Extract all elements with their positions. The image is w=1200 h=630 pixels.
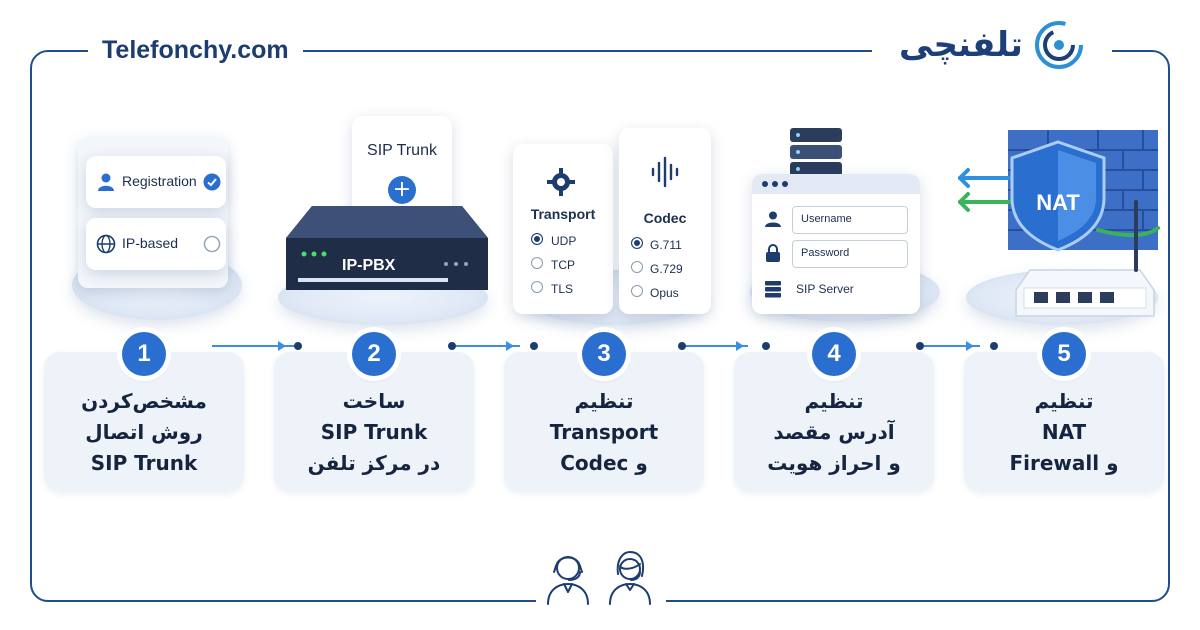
gear-icon: [547, 168, 575, 196]
user-icon: [98, 173, 114, 191]
codec-options: G.711 G.729 Opus: [631, 234, 683, 306]
illustration-auth: Username Password SIP Server: [740, 122, 950, 332]
brand: تلفنچی: [872, 14, 1112, 76]
username-field[interactable]: Username: [792, 206, 908, 234]
option-g729[interactable]: G.729: [631, 258, 683, 282]
sound-wave-icon: [651, 156, 679, 188]
lock-icon: [766, 244, 780, 262]
option-tls[interactable]: TLS: [531, 278, 576, 302]
panel-title: Transport: [530, 206, 596, 222]
panel-title: Codec: [643, 210, 687, 226]
step-connectors: [212, 341, 998, 351]
option-registration[interactable]: Registration: [86, 156, 226, 208]
step-number-1: 1: [122, 332, 166, 376]
illustration-transport-codec: Transport UDP TCP TLS Codec G.711 G.729 …: [505, 120, 725, 330]
radio-empty-icon: [203, 235, 221, 253]
option-g711[interactable]: G.711: [631, 234, 683, 258]
plus-icon[interactable]: +: [388, 176, 416, 204]
user-icon: [765, 211, 781, 227]
illustration-pbx: SIP Trunk + IP-PBX: [270, 110, 500, 330]
globe-icon: [96, 234, 116, 254]
password-field[interactable]: Password: [792, 240, 908, 268]
transport-options: UDP TCP TLS: [531, 230, 576, 302]
pbx-device-icon: IP-PBX: [286, 206, 488, 290]
illustration-connection-method: Registration IP-based: [60, 130, 260, 330]
server-icon: [765, 281, 781, 298]
option-label: IP-based: [122, 235, 179, 251]
support-agents-icon: [536, 548, 666, 606]
step-number-4: 4: [812, 332, 856, 376]
firewall-router-icon: NAT: [958, 130, 1160, 317]
device-label: IP-PBX: [342, 257, 396, 274]
check-icon: [203, 173, 221, 191]
step-number-2: 2: [352, 332, 396, 376]
option-udp[interactable]: UDP: [531, 230, 576, 254]
option-ip-based[interactable]: IP-based: [86, 218, 226, 270]
step-number-5: 5: [1042, 332, 1086, 376]
option-opus[interactable]: Opus: [631, 282, 683, 306]
card-label: SIP Trunk: [367, 142, 437, 159]
illustration-nat-firewall: NAT: [958, 120, 1168, 330]
option-tcp[interactable]: TCP: [531, 254, 576, 278]
transport-panel: Transport UDP TCP TLS: [513, 144, 613, 314]
server-stack-icon: [790, 128, 842, 176]
site-url: Telefonchy.com: [88, 30, 303, 70]
option-label: Registration: [122, 173, 197, 189]
server-label: SIP Server: [796, 282, 854, 296]
shield-label: NAT: [1036, 190, 1080, 215]
brand-logo-icon: [1034, 21, 1083, 69]
codec-panel: Codec G.711 G.729 Opus: [619, 128, 711, 314]
brand-name: تلفنچی: [899, 25, 1023, 65]
login-window: Username Password SIP Server: [752, 174, 920, 314]
step-number-3: 3: [582, 332, 626, 376]
